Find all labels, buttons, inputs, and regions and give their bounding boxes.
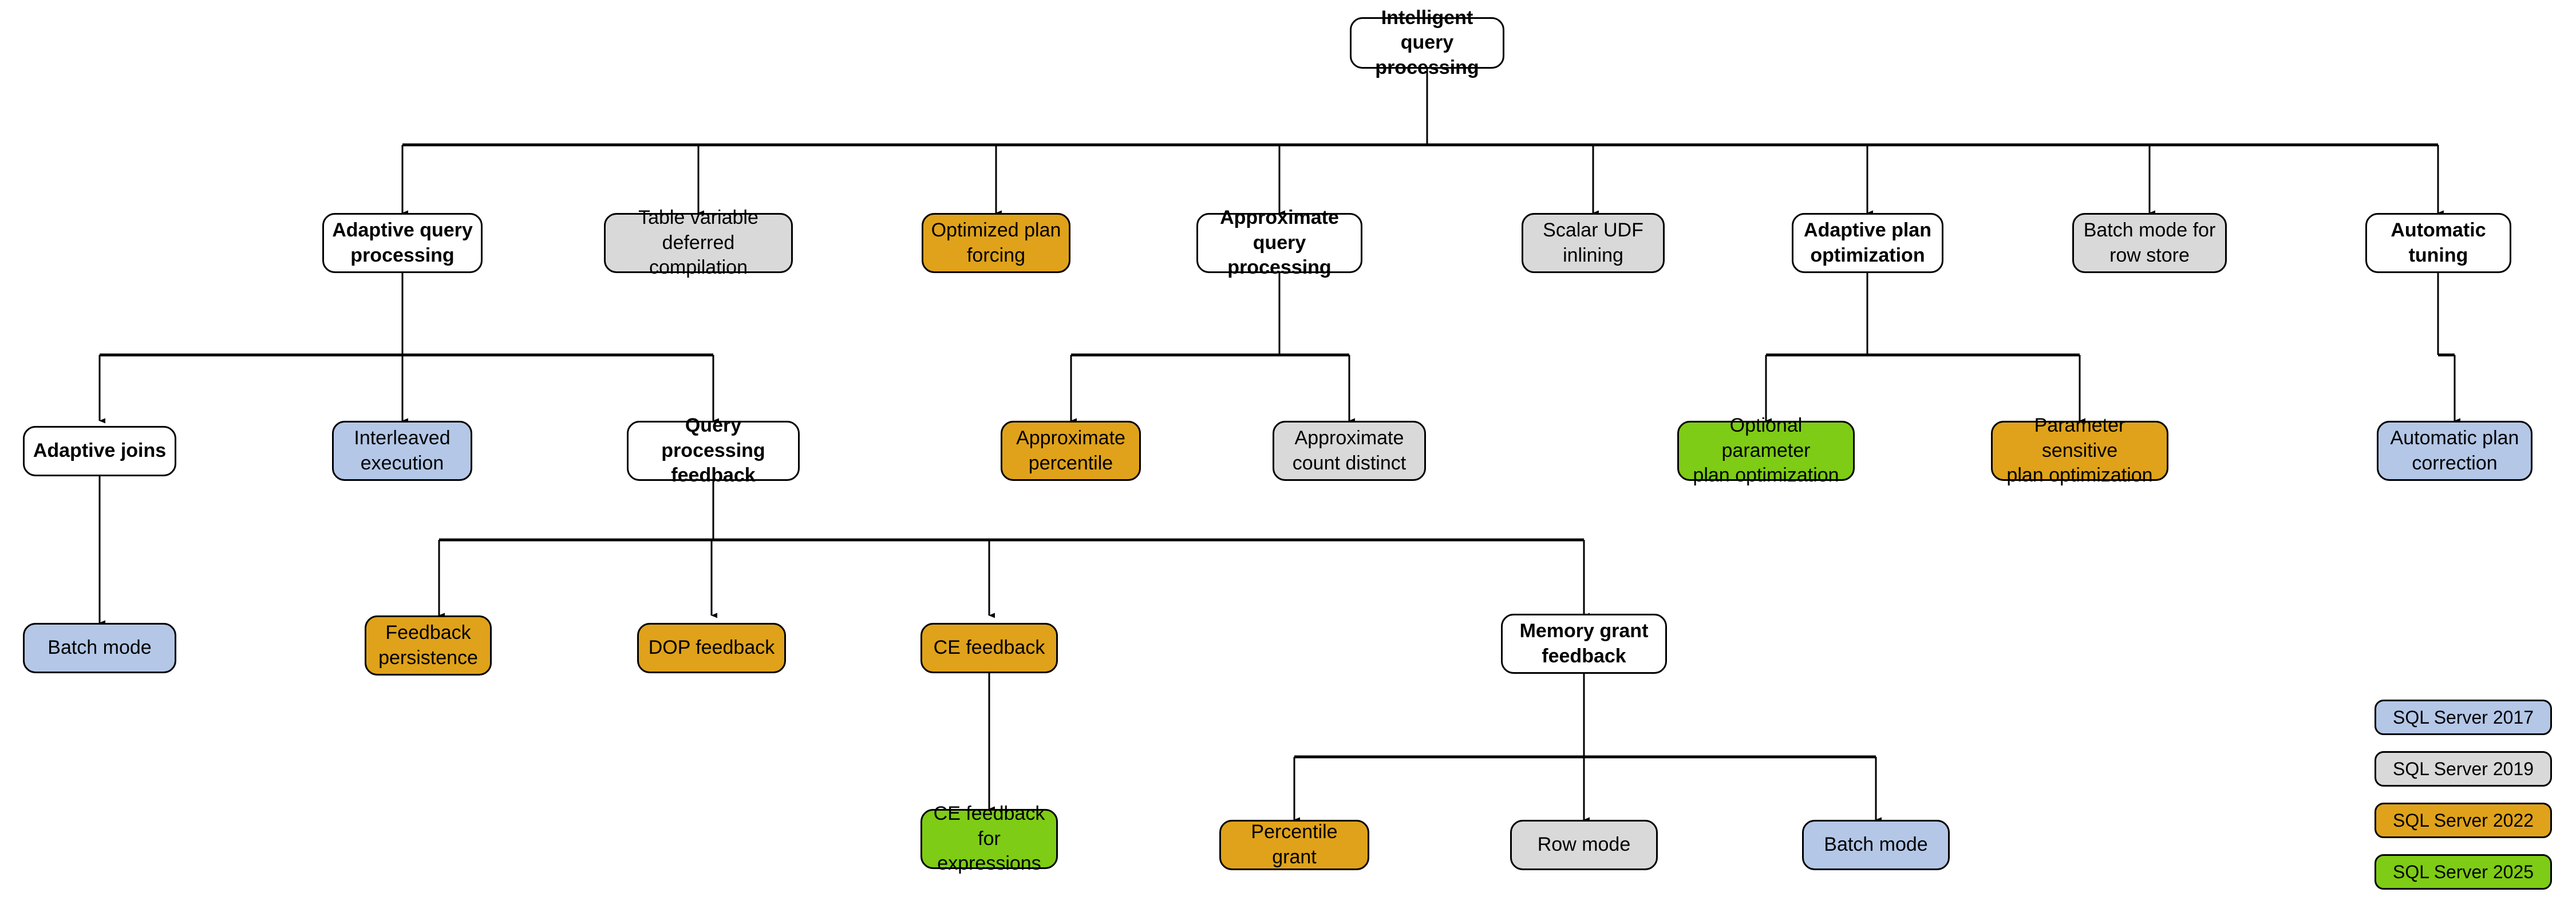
node-interleaved-execution[interactable]: Interleaved execution [332,421,472,481]
node-parameter-sensitive-plan-optimization[interactable]: Parameter sensitive plan optimization [1991,414,2168,486]
node-ce-feedback[interactable]: CE feedback [920,623,1058,673]
legend-item-sql-server-2017: SQL Server 2017 [2374,700,2552,735]
node-dop-feedback[interactable]: DOP feedback [637,623,786,673]
node-batch-mode-adaptive-joins[interactable]: Batch mode [23,623,176,673]
node-batch-mode-memory-grant[interactable]: Batch mode [1802,820,1950,870]
node-memory-grant-feedback[interactable]: Memory grant feedback [1501,614,1667,674]
node-ce-feedback-for-expressions[interactable]: CE feedback for expressions [920,803,1058,874]
node-approximate-percentile[interactable]: Approximate percentile [1001,421,1141,481]
node-batch-mode-row-store[interactable]: Batch mode for row store [2072,213,2227,273]
node-automatic-tuning[interactable]: Automatic tuning [2365,213,2511,273]
node-approximate-query-processing[interactable]: Approximate query processing [1196,207,1362,278]
node-feedback-persistence[interactable]: Feedback persistence [365,615,492,676]
node-percentile-grant[interactable]: Percentile grant [1219,820,1369,870]
node-root[interactable]: Intelligent query processing [1350,7,1504,78]
node-table-variable-deferred[interactable]: Table variable deferred compilation [604,207,793,278]
node-scalar-udf-inlining[interactable]: Scalar UDF inlining [1522,213,1665,273]
node-adaptive-query-processing[interactable]: Adaptive query processing [322,213,483,273]
node-automatic-plan-correction[interactable]: Automatic plan correction [2377,421,2532,481]
node-adaptive-plan-optimization[interactable]: Adaptive plan optimization [1792,213,1943,273]
node-query-processing-feedback[interactable]: Query processing feedback [627,414,800,486]
node-row-mode[interactable]: Row mode [1510,820,1658,870]
legend-item-sql-server-2019: SQL Server 2019 [2374,751,2552,787]
node-adaptive-joins[interactable]: Adaptive joins [23,426,176,476]
node-approximate-count-distinct[interactable]: Approximate count distinct [1273,421,1426,481]
legend-item-sql-server-2025: SQL Server 2025 [2374,854,2552,890]
legend-item-sql-server-2022: SQL Server 2022 [2374,803,2552,838]
node-optional-parameter-plan-optimization[interactable]: Optional parameter plan optimization [1677,414,1855,486]
node-optimized-plan-forcing[interactable]: Optimized plan forcing [922,213,1070,273]
